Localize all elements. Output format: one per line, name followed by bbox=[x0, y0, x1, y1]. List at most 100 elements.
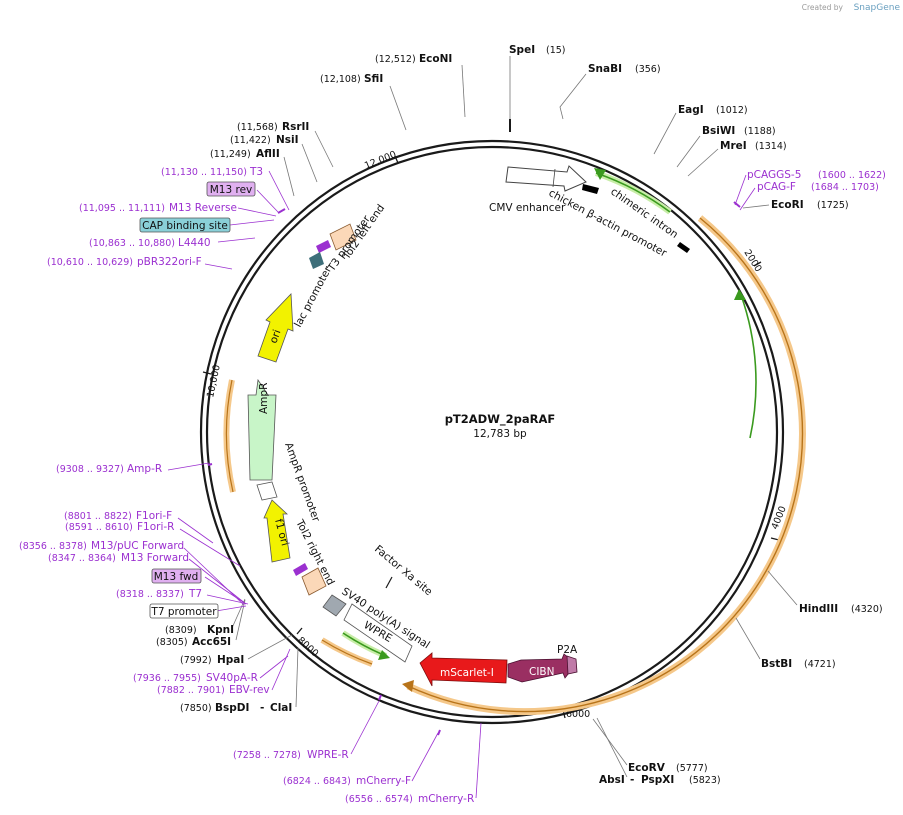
leader-m13puc bbox=[183, 547, 245, 606]
primer-l4440-pos: (10,863 .. 10,880) bbox=[89, 238, 175, 249]
cba-promoter-end-marker bbox=[582, 184, 599, 194]
credit-prefix: Created by bbox=[802, 3, 844, 12]
enzyme-bsiwi-pos: (1188) bbox=[744, 126, 776, 137]
enzyme-sfii-name: SfiI bbox=[364, 73, 383, 85]
leader-bspdi bbox=[295, 647, 299, 708]
leader-eagi bbox=[653, 112, 677, 155]
primer-mark-amp-r bbox=[207, 463, 213, 466]
tol2-right-end-feature bbox=[301, 567, 327, 596]
enzyme-spei-pos: (15) bbox=[546, 45, 566, 56]
cap-binding-site-label: CAP binding site bbox=[142, 220, 228, 232]
leader-ecorv bbox=[592, 718, 628, 766]
primer-l4440-name: L4440 bbox=[178, 237, 211, 249]
t7-promoter-feature bbox=[293, 563, 308, 576]
enzyme-bspdi-name: BspDI bbox=[215, 702, 249, 714]
primer-pbr322-name: pBR322ori-F bbox=[137, 256, 202, 268]
t3-promoter-feature bbox=[316, 240, 331, 253]
tick-10000 bbox=[202, 371, 212, 375]
enzyme-pspxi-name: PspXI bbox=[641, 774, 674, 786]
enzyme-econi-pos: (12,512) bbox=[375, 54, 416, 65]
enzyme-clai-name: ClaI bbox=[270, 702, 292, 714]
backbone-inner-strand bbox=[205, 145, 779, 719]
m13-fwd-box bbox=[151, 568, 202, 584]
primer-t7-pos: (8318 .. 8337) bbox=[116, 589, 184, 600]
leader-absi bbox=[596, 717, 628, 778]
leader-cap bbox=[229, 219, 275, 226]
primer-sv40pa-name: SV40pA-R bbox=[206, 672, 258, 684]
leader-mrei bbox=[687, 148, 719, 177]
tick-2000 bbox=[753, 261, 762, 267]
leader-wpre-r bbox=[350, 700, 380, 755]
enzyme-acc65i-pos: (8305) bbox=[156, 637, 188, 648]
leader-sv40pa bbox=[259, 655, 289, 679]
feature-factor-xa: Factor Xa site bbox=[372, 543, 434, 598]
enzyme-snabi-name: SnaBI bbox=[588, 63, 622, 75]
leader-ebv-rev bbox=[271, 648, 291, 691]
primer-pcagf-name: pCAG-F bbox=[757, 181, 796, 193]
lac-promoter-feature bbox=[309, 252, 324, 269]
enzyme-aflii-pos: (11,249) bbox=[210, 149, 251, 160]
leader-f1ori-f bbox=[177, 517, 214, 544]
primer-amp-r-pos: (9308 .. 9327) bbox=[56, 464, 124, 475]
orf-highlight-arc bbox=[406, 215, 806, 716]
primer-m13-reverse-name: M13 Reverse bbox=[169, 202, 237, 214]
enzyme-eagi-pos: (1012) bbox=[716, 105, 748, 116]
primer-mark-pcag bbox=[733, 201, 741, 208]
enzyme-bstbi-name: BstBI bbox=[761, 658, 792, 670]
leader-bstbi bbox=[735, 617, 761, 660]
orf-arc-line bbox=[407, 217, 804, 713]
factor-xa-marker bbox=[385, 576, 393, 589]
primer-mark-mcherry-f bbox=[437, 729, 441, 736]
enzyme-rsrii-name: RsrII bbox=[282, 121, 309, 133]
enzyme-econi-name: EcoNI bbox=[419, 53, 452, 65]
enzyme-ecori-pos: (1725) bbox=[817, 200, 849, 211]
leader-rsrii bbox=[314, 130, 334, 168]
primer-f1ori-f-name: F1ori-F bbox=[136, 510, 172, 522]
leader-m13-reverse bbox=[237, 207, 277, 217]
leader-econi bbox=[461, 64, 466, 118]
enzyme-nsii-name: NsiI bbox=[276, 134, 299, 146]
primer-wpre-r-pos: (7258 .. 7278) bbox=[233, 750, 301, 761]
leader-sfii bbox=[389, 85, 407, 131]
primer-sv40pa-pos: (7936 .. 7955) bbox=[133, 673, 201, 684]
enzyme-rsrii-pos: (11,568) bbox=[237, 122, 278, 133]
sv40-polya-feature bbox=[322, 594, 347, 617]
primer-mcherry-f-pos: (6824 .. 6843) bbox=[283, 776, 351, 787]
enzyme-sfii-pos: (12,108) bbox=[320, 74, 361, 85]
enzyme-ecorv-name: EcoRV bbox=[628, 762, 666, 774]
enzyme-spei-name: SpeI bbox=[509, 44, 535, 56]
enzyme-bspdi-pos: (7850) bbox=[180, 703, 212, 714]
enzyme-hpai-name: HpaI bbox=[217, 654, 244, 666]
plasmid-length: 12,783 bp bbox=[473, 428, 527, 440]
primer-pbr322-pos: (10,610 .. 10,629) bbox=[47, 257, 133, 268]
m13-rev-box-label: M13 rev bbox=[210, 184, 253, 196]
feature-ori-label: ori bbox=[268, 328, 284, 345]
enzyme-snabi-pos: (356) bbox=[635, 64, 661, 75]
ori-feature bbox=[257, 293, 294, 363]
primer-amp-r-name: Amp-R bbox=[127, 463, 162, 475]
tick-8000 bbox=[296, 627, 303, 635]
leader-t3 bbox=[268, 170, 290, 211]
primer-t3-pos: (11,130 .. 11,150) bbox=[161, 167, 247, 178]
leader-m13-fwd-box bbox=[204, 576, 247, 605]
enzyme-ecori-name: EcoRI bbox=[771, 199, 804, 211]
enzyme-bsiwi-name: BsiWI bbox=[702, 125, 735, 137]
cmv-enhancer-arrow bbox=[505, 165, 587, 192]
feature-cibn-label: CIBN bbox=[529, 666, 555, 678]
leader-m13-forward bbox=[188, 558, 247, 605]
cds-green-arc bbox=[740, 294, 757, 439]
primer-mark-t3 bbox=[277, 208, 286, 214]
mscarlet-i-feature bbox=[419, 652, 508, 687]
enzyme-hindiii-pos: (4320) bbox=[851, 604, 883, 615]
enzyme-bstbi-pos: (4721) bbox=[804, 659, 836, 670]
t7-promoter-box bbox=[149, 603, 219, 619]
enzyme-kpni-name: KpnI bbox=[207, 624, 234, 636]
t7-promoter-box-label: T7 promoter bbox=[150, 606, 217, 618]
lower-left-arc-line bbox=[321, 639, 373, 665]
wpre-green-arrowhead bbox=[378, 650, 390, 660]
chimeric-intron-end-marker bbox=[677, 242, 690, 253]
enzyme-hindiii-name: HindIII bbox=[799, 603, 838, 615]
primer-m13puc-name: M13/pUC Forward bbox=[91, 540, 184, 552]
leader-mcherry-f bbox=[411, 732, 439, 782]
